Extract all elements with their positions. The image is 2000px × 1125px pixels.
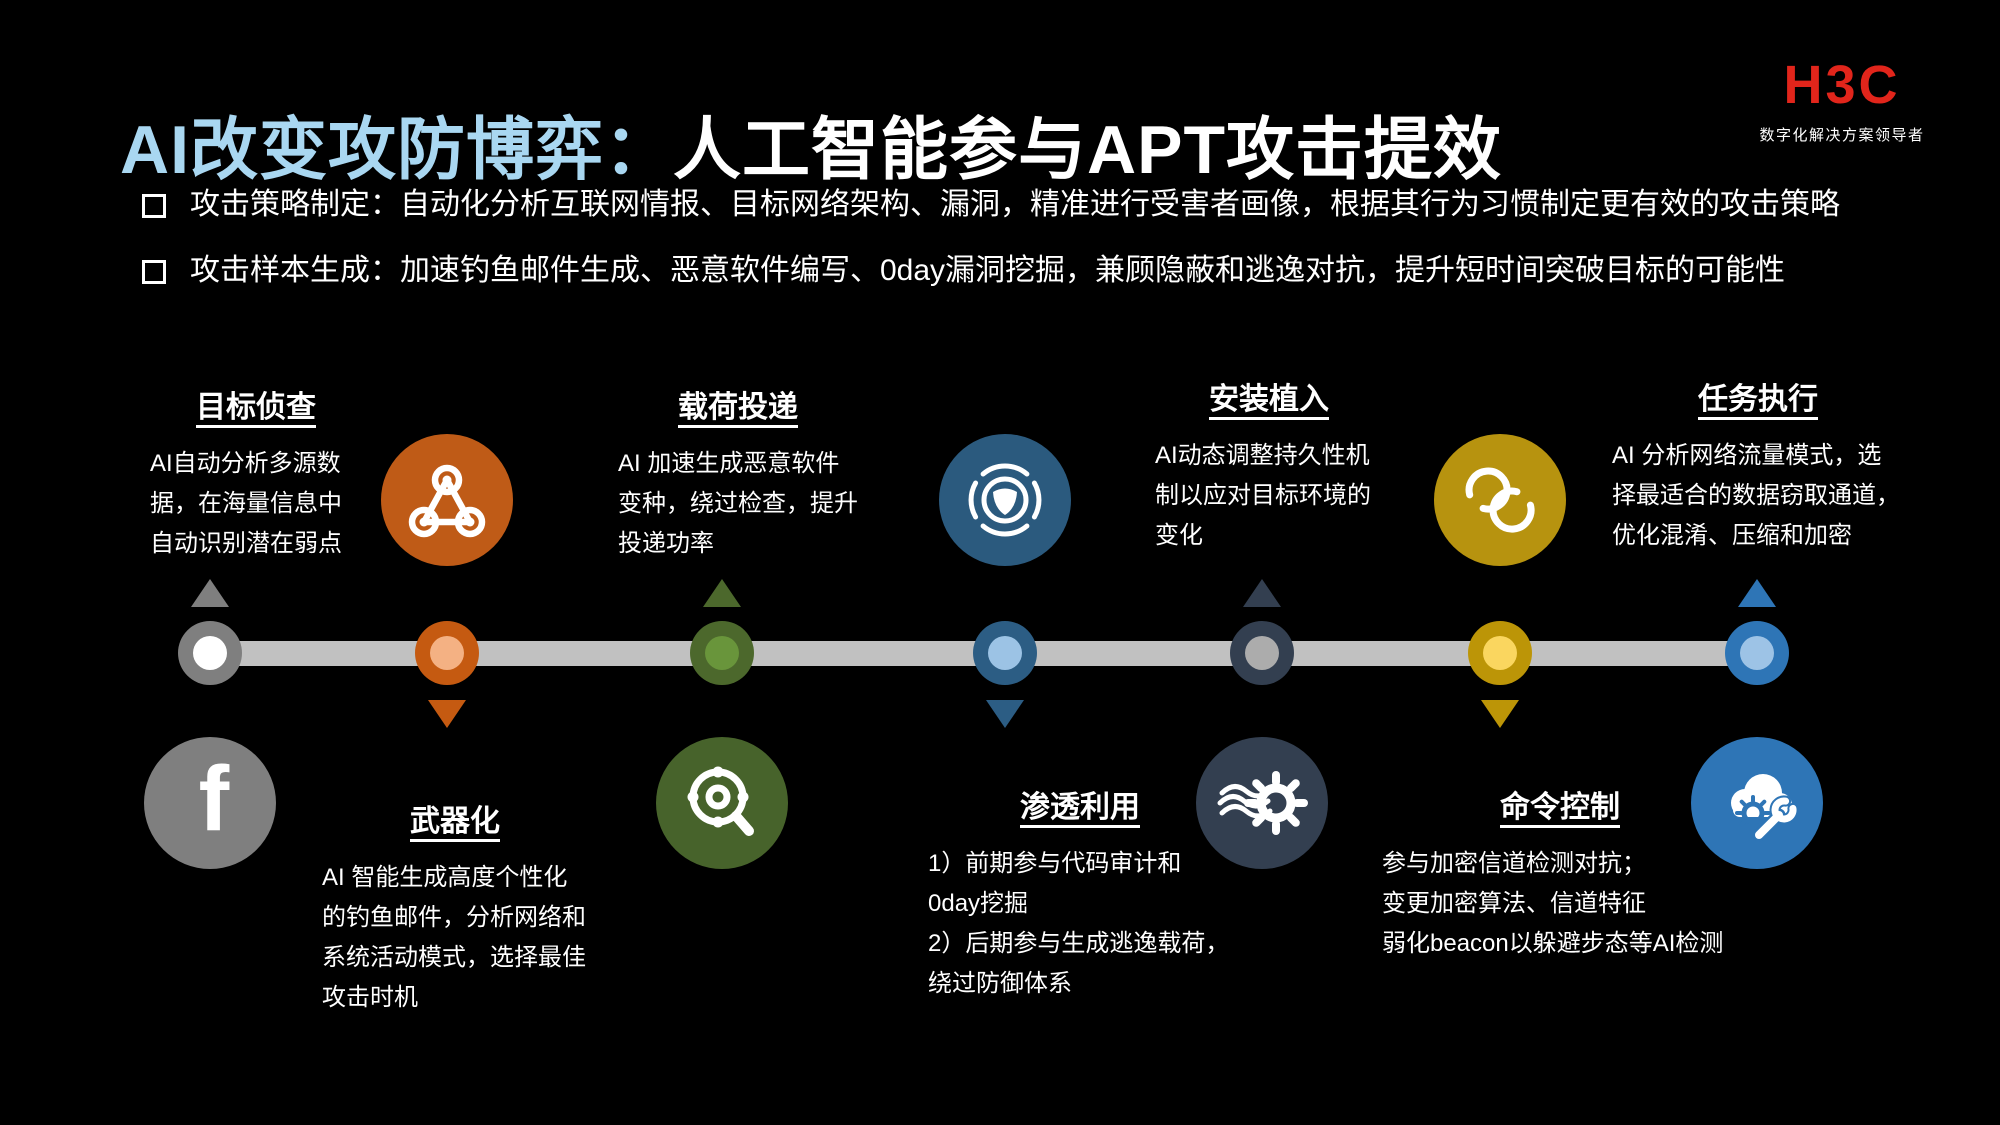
timeline-node: [690, 621, 754, 685]
network-nodes-glyph: [408, 464, 486, 538]
stage-text-block: 命令控制 参与加密信道检测对抗； 变更加密算法、信道特征 弱化beacon以躲避…: [1382, 782, 1738, 964]
square-bullet-icon: [142, 260, 166, 284]
stage-desc: AI 分析网络流量模式，选择最适合的数据窃取通道，优化混淆、压缩和加密: [1612, 442, 1900, 549]
brand-tagline: 数字化解决方案领导者: [1759, 127, 1925, 144]
timeline-node: [1725, 621, 1789, 685]
stage-text-block: 渗透利用 1）前期参与代码审计和0day挖掘 2）后期参与生成逃逸载荷，绕过防御…: [928, 782, 1232, 1004]
gear-flow-icon: [1196, 737, 1328, 869]
desc-line: 2）后期参与生成逃逸载荷，绕过防御体系: [928, 930, 1230, 997]
desc-line: 变更加密算法、信道特征: [1382, 890, 1646, 917]
facebook-f-glyph: f: [198, 748, 230, 850]
stage-desc: AI 加速生成恶意软件变种，绕过检查，提升投递功率: [618, 450, 858, 557]
timeline-node-inner: [1483, 636, 1517, 670]
cloud-tools-icon: [1691, 737, 1823, 869]
radar-shield-glyph: [968, 463, 1042, 537]
stage-title: 安装植入: [1209, 383, 1329, 416]
page-title-highlight: AI改变攻防博弈：: [120, 111, 674, 188]
square-bullet-icon: [142, 194, 166, 218]
page-title: AI改变攻防博弈：人工智能参与APT攻击提效: [120, 94, 1502, 193]
gear-flow-glyph: [1217, 771, 1308, 835]
stage-title: 武器化: [410, 805, 500, 838]
stage-desc: AI自动分析多源数据，在海量信息中自动识别潜在弱点: [150, 450, 342, 557]
network-nodes-icon: [381, 434, 513, 566]
arrow-down-icon: [1481, 700, 1519, 728]
arrow-up-icon: [191, 579, 229, 607]
stage-title: 渗透利用: [1020, 791, 1140, 824]
stage-desc: AI 智能生成高度个性化的钓鱼邮件，分析网络和系统活动模式，选择最佳攻击时机: [322, 864, 586, 1011]
stage-text-block: 武器化 AI 智能生成高度个性化的钓鱼邮件，分析网络和系统活动模式，选择最佳攻击…: [322, 796, 588, 1018]
arrow-up-icon: [1738, 579, 1776, 607]
bullet-attack-sample: 攻击样本生成：加速钓鱼邮件生成、恶意软件编写、0day漏洞挖掘，兼顾隐蔽和逃逸对…: [142, 252, 1862, 290]
stage-text-block: 任务执行 AI 分析网络流量模式，选择最适合的数据窃取通道，优化混淆、压缩和加密: [1612, 374, 1904, 556]
h3c-logo: H3C: [1783, 55, 1901, 115]
arrow-up-icon: [1243, 579, 1281, 607]
desc-line: 1）前期参与代码审计和0day挖掘: [928, 850, 1182, 917]
bullet-text: 攻击样本生成：加速钓鱼邮件生成、恶意软件编写、0day漏洞挖掘，兼顾隐蔽和逃逸对…: [190, 254, 1786, 287]
bullet-attack-strategy: 攻击策略制定：自动化分析互联网情报、目标网络架构、漏洞，精准进行受害者画像，根据…: [142, 186, 1862, 224]
timeline-node: [178, 621, 242, 685]
stage-text-block: 载荷投递 AI 加速生成恶意软件变种，绕过检查，提升投递功率: [618, 382, 858, 564]
timeline-node: [1468, 621, 1532, 685]
arrow-down-icon: [986, 700, 1024, 728]
timeline-node-inner: [988, 636, 1022, 670]
timeline-node-inner: [1245, 636, 1279, 670]
desc-line: 参与加密信道检测对抗；: [1382, 850, 1646, 877]
timeline-node: [415, 621, 479, 685]
timeline-node-inner: [430, 636, 464, 670]
timeline-node-inner: [705, 636, 739, 670]
target-search-glyph: [687, 766, 754, 836]
stage-desc: 参与加密信道检测对抗； 变更加密算法、信道特征 弱化beacon以躲避步态等AI…: [1382, 844, 1738, 964]
arrow-up-icon: [703, 579, 741, 607]
stage-text-block: 安装植入 AI动态调整持久性机制以应对目标环境的变化: [1155, 374, 1383, 556]
facebook-icon: f: [144, 737, 276, 869]
stage-title: 任务执行: [1698, 383, 1818, 416]
bullet-text: 攻击策略制定：自动化分析互联网情报、目标网络架构、漏洞，精准进行受害者画像，根据…: [190, 188, 1840, 221]
linked-rings-glyph: [1465, 467, 1535, 533]
timeline-node-inner: [1740, 636, 1774, 670]
stage-title: 载荷投递: [678, 391, 798, 424]
stage-desc: 1）前期参与代码审计和0day挖掘 2）后期参与生成逃逸载荷，绕过防御体系: [928, 844, 1232, 1004]
stage-desc: AI动态调整持久性机制以应对目标环境的变化: [1155, 442, 1371, 549]
radar-shield-icon: [939, 434, 1071, 566]
brand-block: H3C 数字化解决方案领导者: [1752, 58, 1932, 145]
arrow-down-icon: [428, 700, 466, 728]
cloud-tools-glyph: [1731, 774, 1799, 842]
page-title-rest: 人工智能参与APT攻击提效: [673, 111, 1503, 188]
linked-rings-icon: [1434, 434, 1566, 566]
stage-title: 目标侦查: [196, 391, 316, 424]
stage-text-block: 目标侦查 AI自动分析多源数据，在海量信息中自动识别潜在弱点: [150, 382, 362, 564]
timeline-node: [973, 621, 1037, 685]
timeline-node: [1230, 621, 1294, 685]
target-search-icon: [656, 737, 788, 869]
stage-title: 命令控制: [1500, 791, 1620, 824]
desc-line: 弱化beacon以躲避步态等AI检测: [1382, 930, 1724, 957]
timeline-node-inner: [193, 636, 227, 670]
